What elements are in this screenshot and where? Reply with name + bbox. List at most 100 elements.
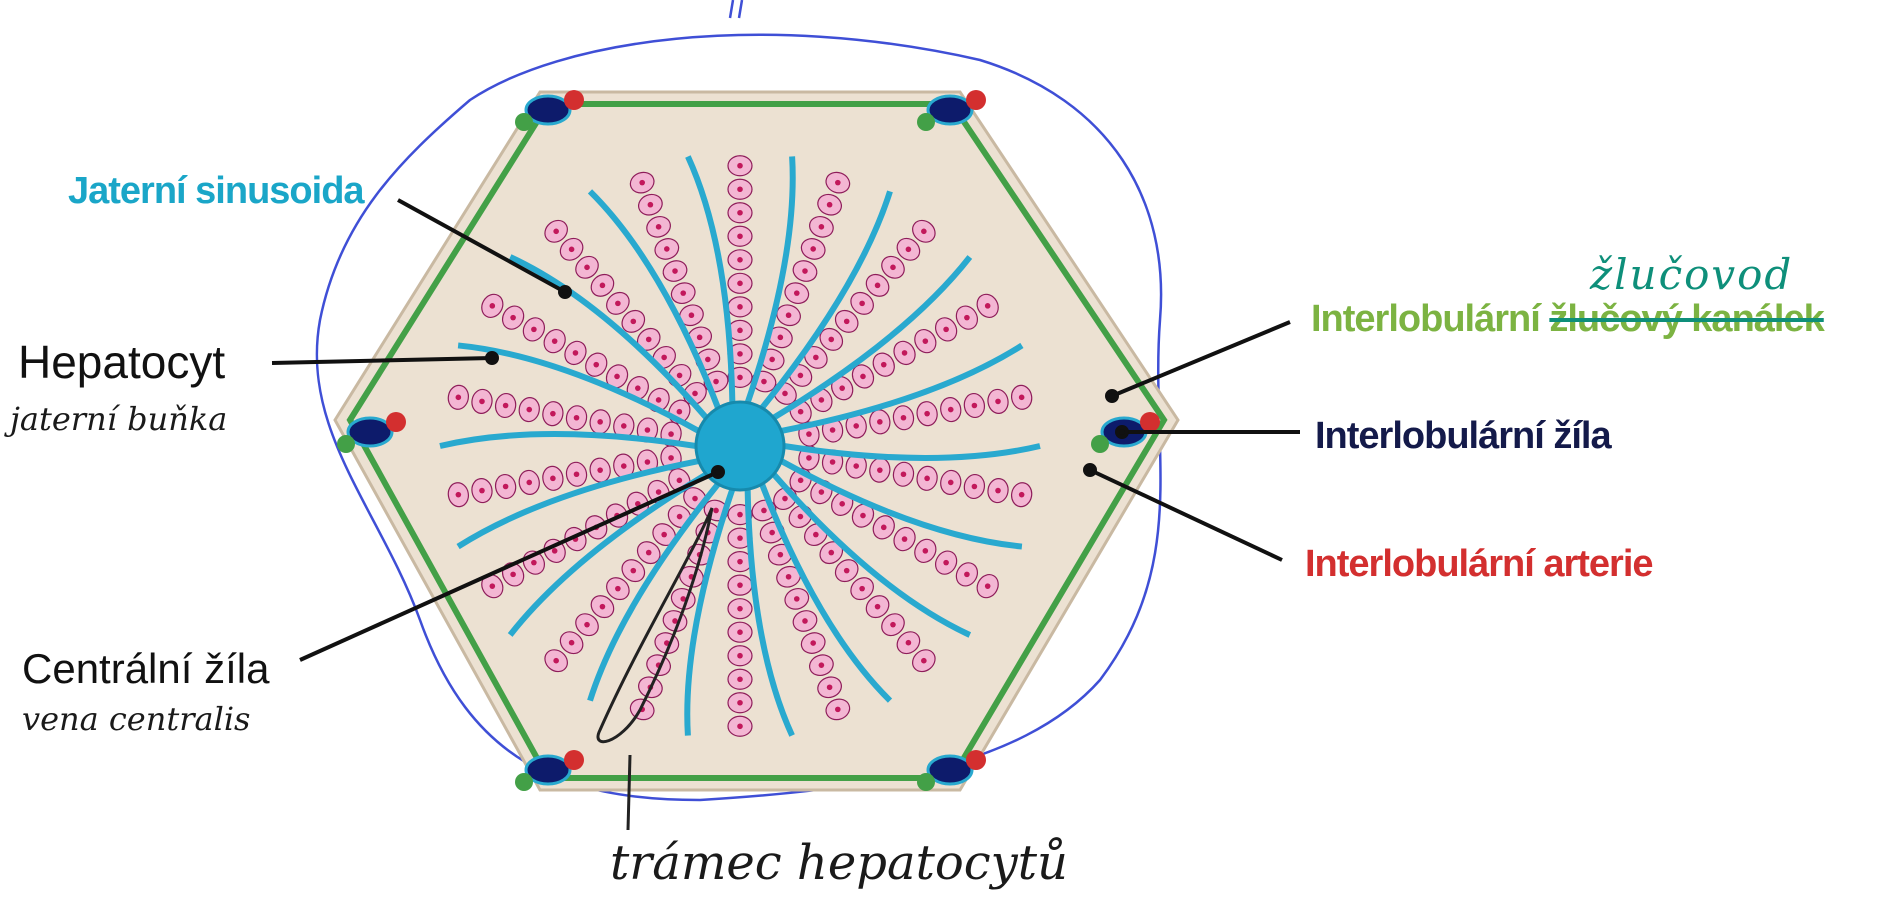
hepatocyte-nucleus bbox=[510, 315, 516, 321]
hepatocyte-nucleus bbox=[921, 228, 927, 234]
hepatocyte-nucleus bbox=[819, 489, 825, 495]
hepatocyte-nucleus bbox=[713, 508, 719, 514]
hepatocyte-nucleus bbox=[600, 283, 606, 289]
hepatocyte-nucleus bbox=[786, 312, 792, 318]
hepatocyte-nucleus bbox=[943, 327, 949, 333]
hepatocyte-nucleus bbox=[510, 572, 516, 578]
hepatocyte-nucleus bbox=[553, 658, 559, 664]
hepatocyte-nucleus bbox=[490, 583, 496, 589]
hepatocyte-nucleus bbox=[569, 640, 575, 646]
hepatocyte-nucleus bbox=[737, 676, 743, 682]
hepatocyte-nucleus bbox=[456, 395, 462, 401]
hepatocyte-nucleus bbox=[875, 283, 881, 289]
hepatocyte-nucleus bbox=[778, 552, 784, 558]
hepatocyte-nucleus bbox=[844, 319, 850, 325]
hepatocyte-nucleus bbox=[737, 535, 743, 541]
hepatocyte-nucleus bbox=[689, 312, 695, 318]
hepatocyte-nucleus bbox=[503, 484, 509, 490]
hepatocyte-nucleus bbox=[705, 357, 711, 363]
hepatocyte-nucleus bbox=[677, 514, 683, 520]
hepatocyte-nucleus bbox=[630, 319, 636, 325]
hepatocyte-nucleus bbox=[906, 640, 912, 646]
hepatocyte-nucleus bbox=[656, 397, 662, 403]
hepatocyte-nucleus bbox=[1019, 395, 1025, 401]
interlobular-artery bbox=[386, 412, 406, 432]
hepatocyte-nucleus bbox=[985, 303, 991, 309]
hepatocyte-nucleus bbox=[552, 338, 558, 344]
hepatocyte-nucleus bbox=[881, 525, 887, 531]
hepatocyte-nucleus bbox=[819, 662, 825, 668]
leader-vein-dot bbox=[1117, 427, 1127, 437]
hepatocyte-nucleus bbox=[526, 480, 532, 486]
hepatocyte-nucleus bbox=[737, 210, 743, 216]
hepatocyte-nucleus bbox=[672, 268, 678, 274]
hepatocyte-nucleus bbox=[574, 415, 580, 421]
hepatocyte-nucleus bbox=[1019, 492, 1025, 498]
hepatocyte-nucleus bbox=[737, 281, 743, 287]
interlobular-bile-duct bbox=[515, 773, 533, 791]
hepatocyte-nucleus bbox=[802, 618, 808, 624]
hepatocyte-nucleus bbox=[828, 337, 834, 343]
duct-struck-text: žlučový kanálek bbox=[1549, 298, 1823, 340]
hepatocyte-nucleus bbox=[769, 357, 775, 363]
hepatocyte-nucleus bbox=[782, 391, 788, 397]
hepatocyte-nucleus bbox=[614, 374, 620, 380]
hepatocyte-nucleus bbox=[531, 327, 537, 333]
hepatocyte-nucleus bbox=[924, 411, 930, 417]
pen-mark bbox=[730, 0, 742, 18]
hepatocyte-nucleus bbox=[668, 455, 674, 461]
hepatocyte-nucleus bbox=[819, 397, 825, 403]
duct-prefix: Interlobulární bbox=[1311, 298, 1540, 340]
trabecula-pointer bbox=[628, 755, 630, 830]
hepatocyte-nucleus bbox=[810, 246, 816, 252]
hepatocyte-nucleus bbox=[830, 459, 836, 465]
hepatocyte-nucleus bbox=[526, 407, 532, 413]
leader-central-dot bbox=[713, 467, 723, 477]
hepatocyte-nucleus bbox=[656, 224, 662, 230]
hepatocyte-nucleus bbox=[798, 478, 804, 484]
hepatocyte-nucleus bbox=[737, 257, 743, 263]
hepatocyte-nucleus bbox=[664, 246, 670, 252]
hepatocyte-nucleus bbox=[552, 548, 558, 554]
hepatocyte-nucleus bbox=[835, 180, 841, 186]
hepatocyte-nucleus bbox=[737, 629, 743, 635]
note-tramec-hepatocytu: trámec hepatocytů bbox=[610, 835, 1068, 891]
hepatocyte-nucleus bbox=[813, 355, 819, 361]
hepatocyte-nucleus bbox=[875, 604, 881, 610]
label-jaterni-sinusoida: Jaterní sinusoida bbox=[68, 170, 364, 213]
note-jaterni-bunka: jaterní buňka bbox=[10, 400, 227, 438]
hepatocyte-nucleus bbox=[573, 350, 579, 356]
hepatocyte-nucleus bbox=[839, 501, 845, 507]
hepatocyte-nucleus bbox=[835, 707, 841, 713]
hepatocyte-nucleus bbox=[621, 463, 627, 469]
hepatocyte-nucleus bbox=[786, 574, 792, 580]
hepatocyte-nucleus bbox=[645, 427, 651, 433]
interlobular-artery bbox=[966, 750, 986, 770]
hepatocyte-nucleus bbox=[531, 560, 537, 566]
leader-duct-dot bbox=[1107, 391, 1117, 401]
label-centralni-zila: Centrální žíla bbox=[22, 645, 269, 693]
hepatocyte-nucleus bbox=[569, 247, 575, 253]
hepatocyte-nucleus bbox=[948, 480, 954, 486]
hepatocyte-nucleus bbox=[806, 455, 812, 461]
hepatocyte-nucleus bbox=[859, 586, 865, 592]
hepatocyte-nucleus bbox=[630, 568, 636, 574]
hepatocyte-nucleus bbox=[737, 606, 743, 612]
note-vena-centralis: vena centralis bbox=[22, 700, 250, 738]
interlobular-artery bbox=[966, 90, 986, 110]
hepatocyte-nucleus bbox=[593, 362, 599, 368]
hepatocyte-nucleus bbox=[737, 351, 743, 357]
hepatocyte-nucleus bbox=[737, 512, 743, 518]
leader-sinusoid-dot bbox=[560, 287, 570, 297]
hepatocyte-nucleus bbox=[948, 407, 954, 413]
interlobular-artery bbox=[564, 750, 584, 770]
hepatocyte-nucleus bbox=[761, 379, 767, 385]
hepatocyte-nucleus bbox=[737, 186, 743, 192]
hepatocyte-nucleus bbox=[761, 508, 767, 514]
hepatocyte-nucleus bbox=[697, 335, 703, 341]
hepatocyte-nucleus bbox=[943, 560, 949, 566]
hepatocyte-nucleus bbox=[677, 409, 683, 415]
hepatocyte-nucleus bbox=[479, 399, 485, 405]
hepatocyte-nucleus bbox=[692, 391, 698, 397]
